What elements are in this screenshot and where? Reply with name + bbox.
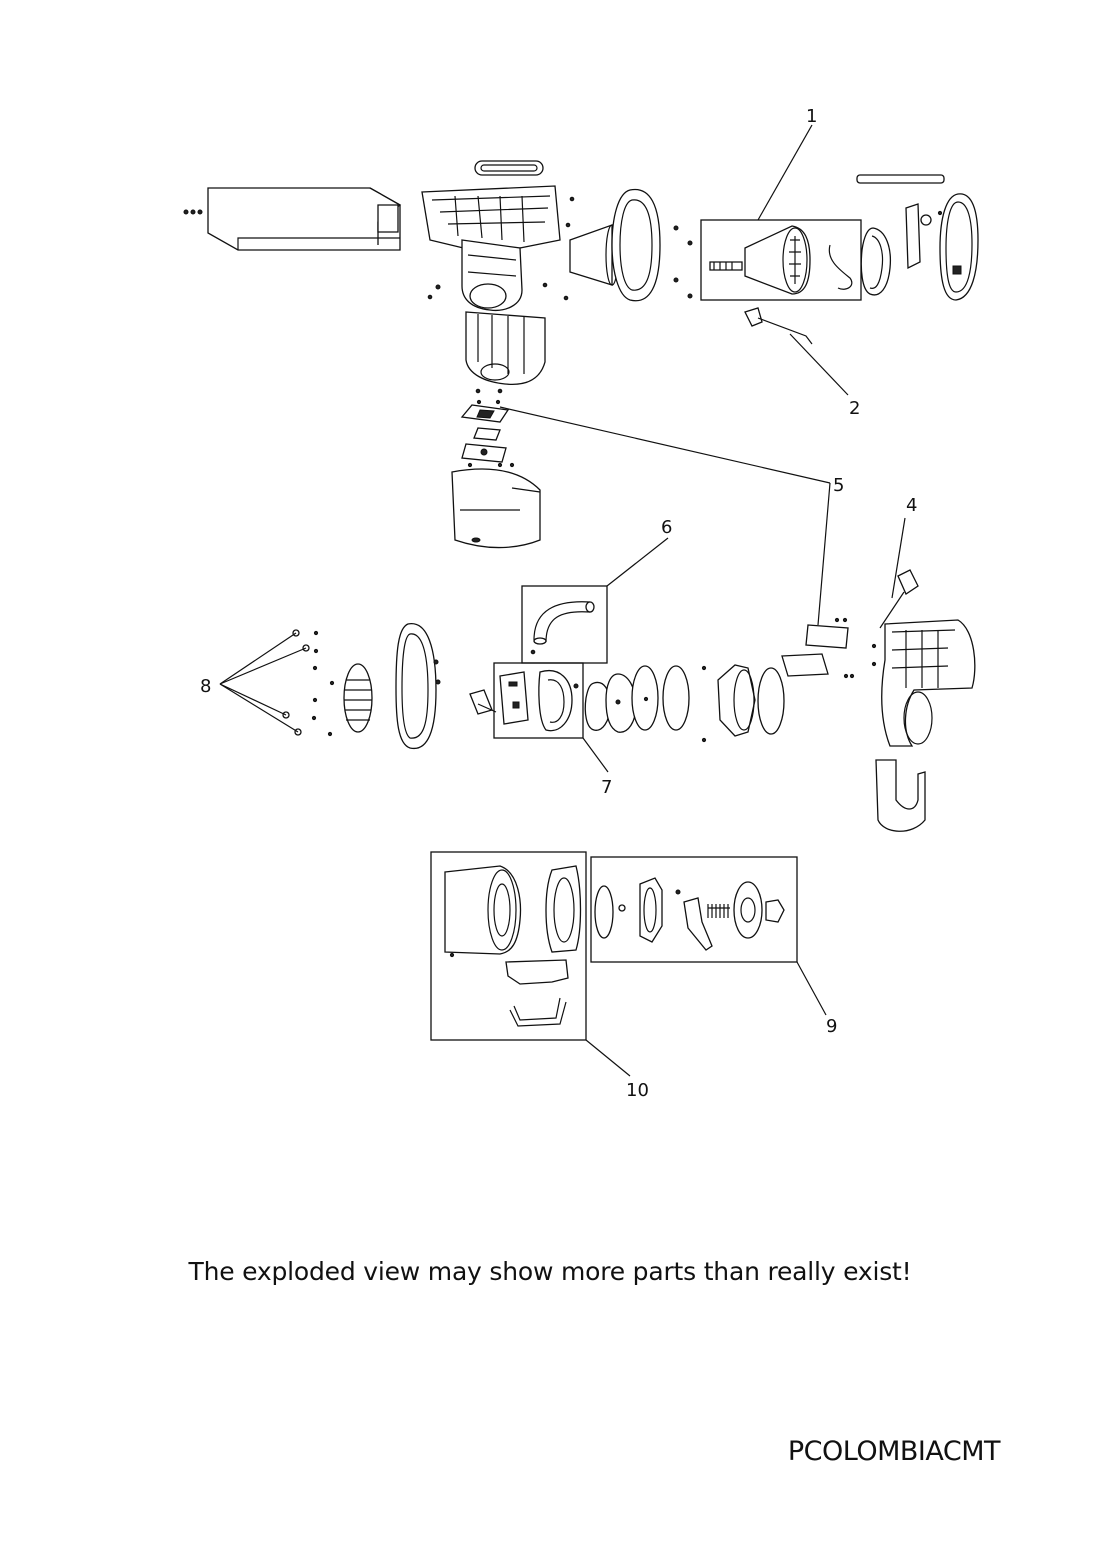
fan-assembly-part [709,225,853,295]
circuit-part [499,670,579,732]
gasket-discs-part [584,665,690,733]
main-housing-part [421,185,575,312]
middle-housing-part [465,311,546,405]
outer-cover-part [183,187,402,251]
part-group-7-box [493,662,584,739]
brackets-part-10 [505,959,569,1027]
valve-assembly-part [594,877,785,951]
cone-housing-part [569,224,619,286]
bracket-part [905,203,943,270]
drum-part [444,865,522,958]
callout-label-4: 4 [906,495,917,516]
disclaimer-note: The exploded view may show more parts th… [188,1257,912,1286]
part-group-9-box [590,856,798,963]
callout-label-7: 7 [601,777,612,798]
ring-part [860,227,892,296]
switch-plate-part [460,404,515,468]
front-plate-part [611,188,693,302]
callout-label-5: 5 [833,475,844,496]
lower-side-shell-part [875,759,926,832]
callout-label-6: 6 [661,517,672,538]
end-cap-part [939,193,979,301]
side-housing-part [843,619,976,747]
cable-part-2 [744,307,813,345]
grille-part [343,663,373,733]
hose-part [530,601,595,655]
plate-part-5 [781,617,849,677]
clip-part [469,689,497,715]
motor-mount-part [701,664,756,743]
seal-ring-part [757,667,785,735]
callout-label-10: 10 [626,1080,649,1101]
leader-lines [219,124,906,1077]
pins-part [282,629,335,737]
callout-label-9: 9 [826,1016,837,1037]
model-code: PCOLOMBIACMT [787,1436,1001,1467]
top-handle-part [474,160,544,176]
filter-ring-part [545,865,582,953]
part-group-10-box [430,851,587,1041]
callout-label-2: 2 [849,398,860,419]
power-cord-part [879,569,919,629]
rear-housing-part [395,623,441,750]
callout-label-8: 8 [200,676,211,697]
rod-part [856,174,945,184]
callout-label-1: 1 [806,106,817,127]
lower-shell-part [451,468,541,549]
